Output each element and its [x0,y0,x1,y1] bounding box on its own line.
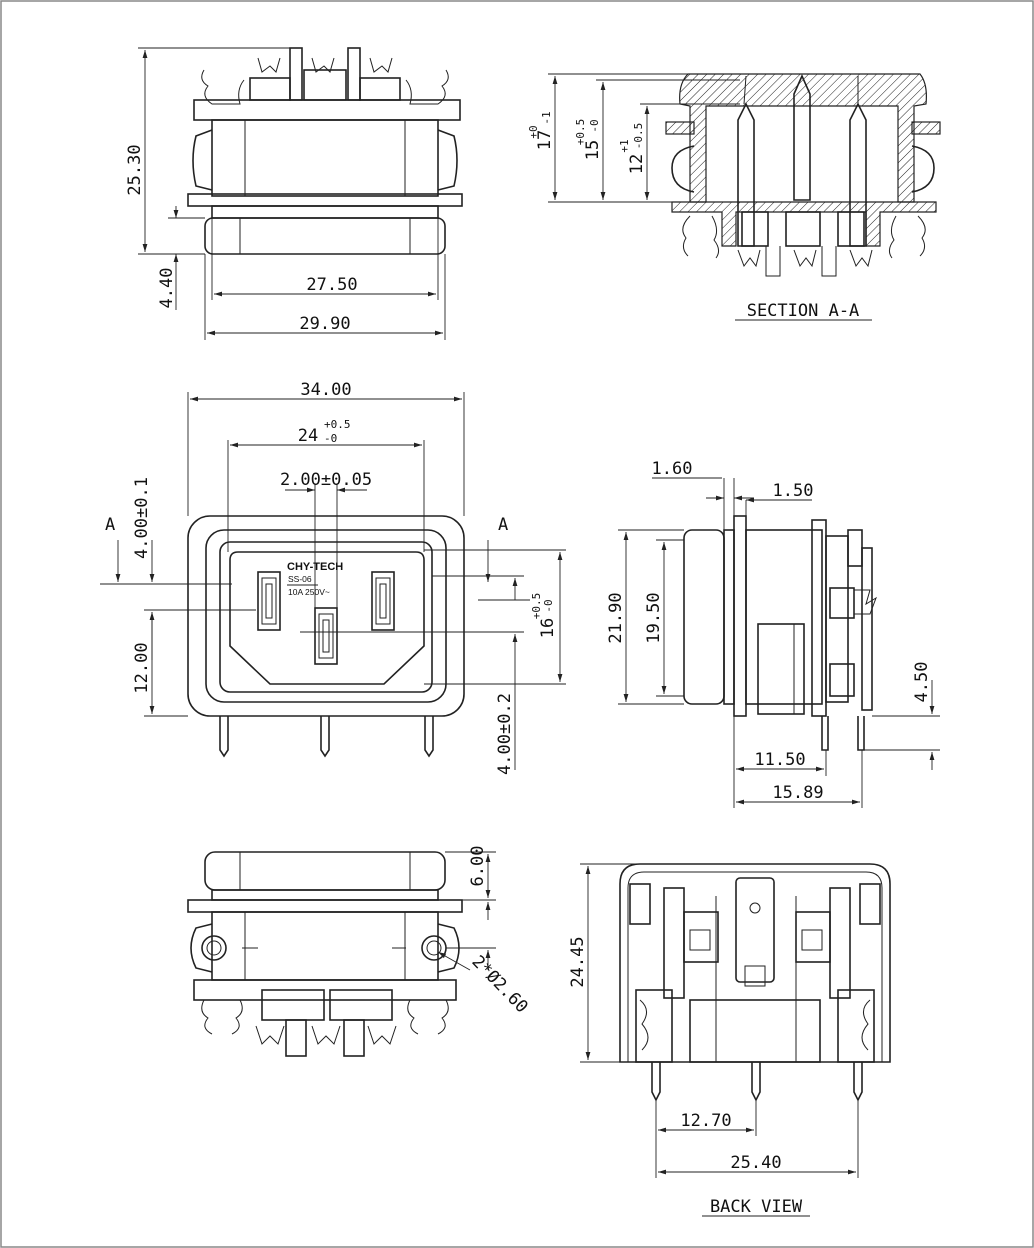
dim-25-40: 25.40 [730,1153,781,1173]
dim-overall-width: 34.00 [300,380,351,400]
dim-overall-height: 25.30 [125,144,145,195]
dim-opening-width: 24 [298,426,318,446]
dim-opening-h-tol-dn: -0 [542,599,555,612]
dim-opening-tol-up: +0.5 [324,418,351,431]
dim-11-50: 11.50 [754,750,805,770]
section-view: 17 +0 -1 15 +0.5 -0 12 +1 -0.5 SECTION A… [527,73,941,321]
section-title: SECTION A-A [747,301,860,321]
dim-4-50: 4.50 [912,662,932,703]
dim-inner-width: 27.50 [306,275,357,295]
dim-6-00: 6.00 [468,846,488,887]
dim-24-45: 24.45 [568,936,588,987]
side-view: 1.60 1.50 21.90 19.50 4.50 11.50 15.89 [606,459,940,808]
section-marker-right: A [498,515,508,535]
dim-side-height: 12.00 [132,642,152,693]
rating-marking: 10A 250V~ [288,587,330,597]
top-view: 25.30 4.40 27.50 29.90 [125,47,463,340]
dim-pin-length: 4.00±0.2 [495,693,515,775]
dim-19-50: 19.50 [644,592,664,643]
dim-holes: 2*Ø2.60 [468,952,532,1017]
dim-opening-height: 16 [538,618,558,638]
back-view-title: BACK VIEW [710,1197,803,1217]
back-view: 24.45 12.70 25.40 BACK VIEW [568,863,891,1217]
bottom-view: 6.00 2*Ø2.60 [187,846,532,1057]
dim-opening-tol-dn: -0 [324,432,337,445]
dim-pin-width: 2.00±0.05 [280,470,372,490]
dim-opening-h-tol-up: +0.5 [530,593,543,620]
dim-15-89: 15.89 [772,783,823,803]
dim-17-tol-up: +0 [527,125,540,138]
dim-12: 12 [627,154,647,174]
model-marking: SS-06 [288,574,312,584]
dim-1-50: 1.50 [773,481,814,501]
dim-top-offset: 4.00±0.1 [132,477,152,559]
dim-15-tol-dn: -0 [588,119,601,132]
dim-1-60: 1.60 [652,459,693,479]
section-marker-left: A [105,515,115,535]
dim-12-tol-up: +1 [618,139,631,152]
dim-15: 15 [583,140,603,160]
dim-12-tol-dn: -0.5 [632,123,645,150]
front-view: CHY-TECH SS-06 10A 250V~ [100,380,566,775]
dim-15-tol-up: +0.5 [574,119,587,146]
dim-17: 17 [535,130,555,150]
dim-12-70: 12.70 [680,1111,731,1131]
dim-flange-thickness: 4.40 [157,268,177,309]
dim-17-tol-dn: -1 [540,111,553,124]
dim-outer-width: 29.90 [299,314,350,334]
dim-21-90: 21.90 [606,592,626,643]
